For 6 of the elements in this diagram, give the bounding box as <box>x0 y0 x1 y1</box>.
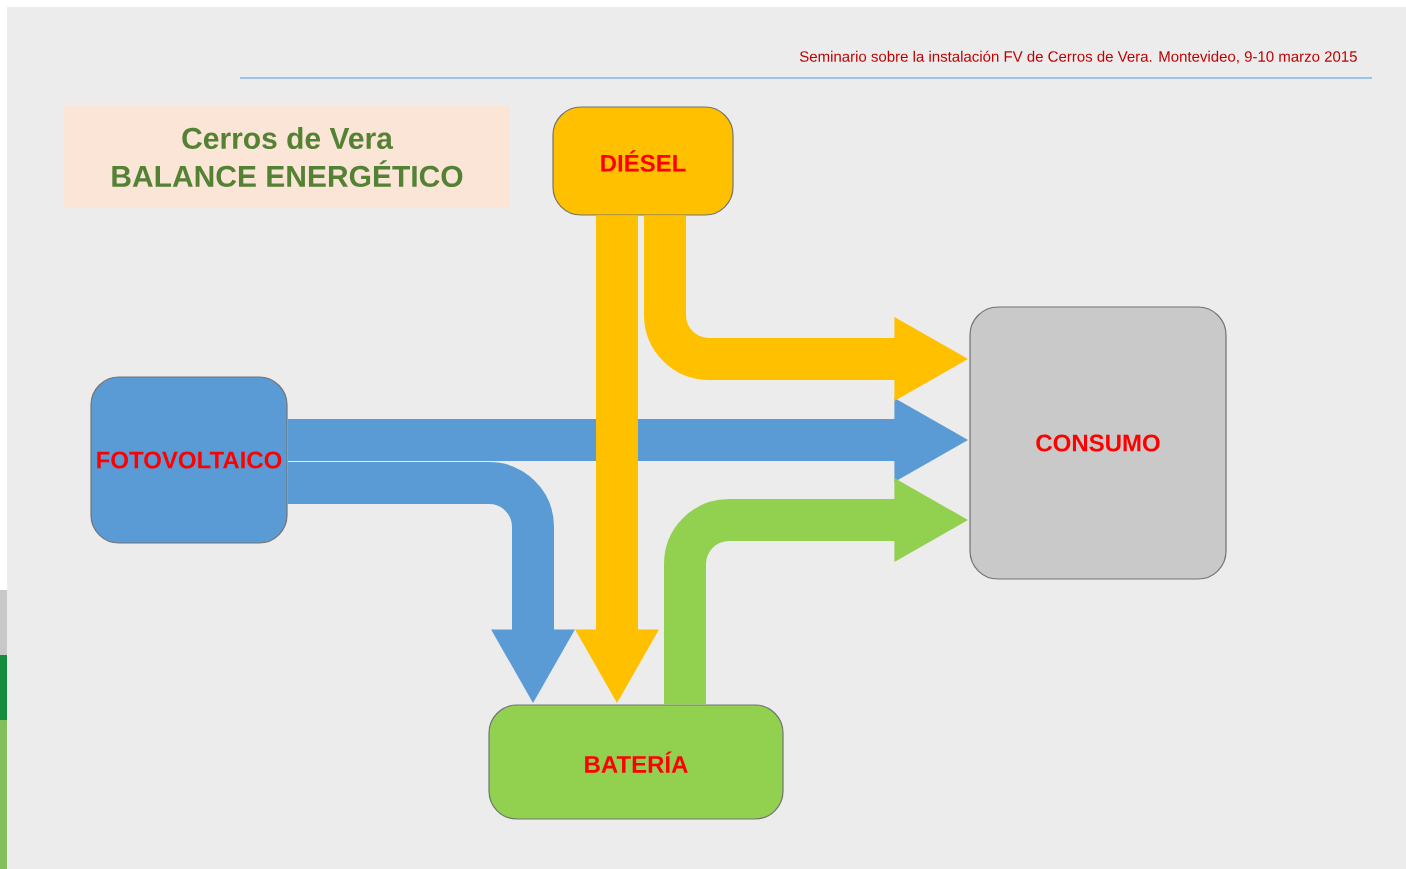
source-box: DIÉSEL <box>552 106 734 216</box>
header-text: Seminario sobre la instalación FV de Cerros de Vera. Montevideo, 9-10 marzo 2015 <box>799 50 1357 64</box>
title-box: Cerros de Vera BALANCE ENERGÉTICO <box>64 106 510 208</box>
storage-box: BATERÍA <box>488 704 784 820</box>
consumer-box: CONSUMO <box>969 306 1227 580</box>
source-box: FOTOVOLTAICO <box>90 376 288 544</box>
